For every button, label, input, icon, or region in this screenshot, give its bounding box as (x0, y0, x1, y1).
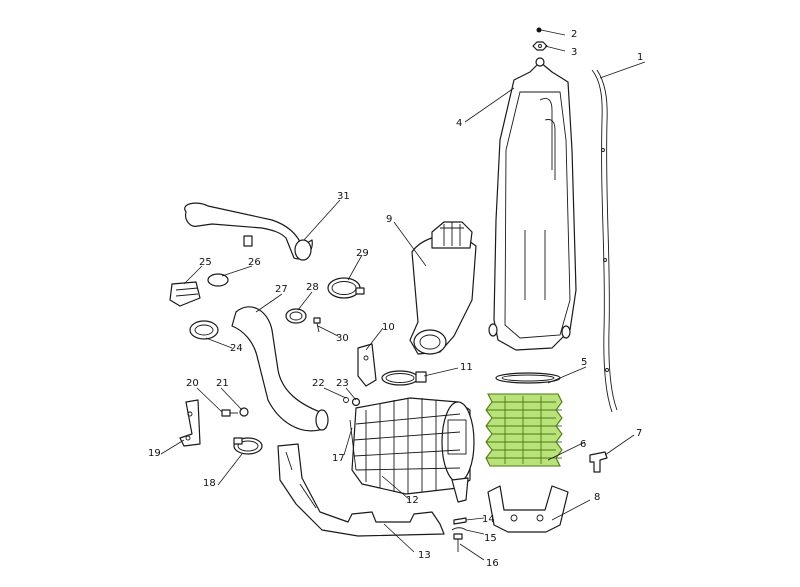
callout-7[interactable]: 7 (636, 428, 642, 439)
callout-labels: 1 2 3 4 5 6 7 8 9 10 11 12 13 14 15 16 1… (148, 29, 643, 569)
callout-21[interactable]: 21 (216, 378, 229, 389)
callout-14[interactable]: 14 (482, 514, 495, 525)
part-10-bracket[interactable] (357, 343, 377, 387)
part-29-clamp-ring[interactable] (327, 277, 365, 299)
callout-3[interactable]: 3 (571, 47, 577, 58)
part-1-gasket-strip[interactable] (591, 69, 618, 413)
part-13-support-frame[interactable] (277, 443, 445, 537)
callout-17[interactable]: 17 (332, 453, 345, 464)
part-12-filter-canister[interactable] (351, 397, 475, 503)
part-7-small-bracket[interactable] (589, 451, 608, 473)
callout-23[interactable]: 23 (336, 378, 349, 389)
callout-20[interactable]: 20 (186, 378, 199, 389)
part-4-intake-duct[interactable] (488, 57, 577, 351)
callout-18[interactable]: 18 (203, 478, 216, 489)
part-26-clamp[interactable] (207, 273, 229, 287)
callout-24[interactable]: 24 (230, 343, 243, 354)
part-6-corrugated-bellows[interactable] (485, 393, 563, 467)
callout-2[interactable]: 2 (571, 29, 577, 40)
callout-25[interactable]: 25 (199, 257, 212, 268)
callout-26[interactable]: 26 (248, 257, 261, 268)
part-8-mounting-bracket[interactable] (487, 485, 569, 533)
callout-29[interactable]: 29 (356, 248, 369, 259)
callout-11[interactable]: 11 (460, 362, 473, 373)
leader-lines (160, 29, 646, 561)
part-24-rubber-sleeve[interactable] (189, 320, 219, 340)
callout-15[interactable]: 15 (484, 533, 497, 544)
part-28-clamp[interactable] (285, 308, 307, 324)
part-23-washer[interactable] (351, 397, 361, 407)
part-30-bolt[interactable] (313, 317, 321, 333)
part-5-seal-ring[interactable] (495, 372, 561, 384)
part-17-mesh-element[interactable] (349, 419, 357, 471)
callout-28[interactable]: 28 (306, 282, 319, 293)
callout-9[interactable]: 9 (386, 214, 392, 225)
callout-6[interactable]: 6 (580, 439, 586, 450)
callout-4[interactable]: 4 (456, 118, 462, 129)
callout-31[interactable]: 31 (337, 191, 350, 202)
part-14-washer[interactable] (453, 517, 467, 525)
callout-5[interactable]: 5 (581, 357, 587, 368)
part-18-hose-clamp[interactable] (233, 437, 263, 455)
callout-27[interactable]: 27 (275, 284, 288, 295)
callout-22[interactable]: 22 (312, 378, 325, 389)
callout-13[interactable]: 13 (418, 550, 431, 561)
part-2-bolt[interactable] (536, 27, 542, 33)
part-11-hose-clamp[interactable] (381, 370, 427, 386)
part-20-bolt[interactable] (221, 409, 238, 417)
part-19-l-bracket[interactable] (179, 399, 201, 447)
callout-16[interactable]: 16 (486, 558, 499, 569)
part-27-curved-tube[interactable] (231, 306, 329, 432)
callout-10[interactable]: 10 (382, 322, 395, 333)
callout-12[interactable]: 12 (406, 495, 419, 506)
part-15-spring-washer[interactable] (451, 527, 467, 531)
part-22-bolt[interactable] (343, 397, 349, 403)
callout-1[interactable]: 1 (637, 52, 643, 63)
part-25-corrugated-coupler[interactable] (169, 281, 201, 307)
part-9-intake-hood[interactable] (409, 221, 477, 355)
part-31-long-pipe[interactable] (184, 202, 313, 261)
part-16-bolt[interactable] (453, 533, 463, 552)
part-3-nut[interactable] (532, 41, 548, 51)
callout-8[interactable]: 8 (594, 492, 600, 503)
callout-19[interactable]: 19 (148, 448, 161, 459)
callout-30[interactable]: 30 (336, 333, 349, 344)
